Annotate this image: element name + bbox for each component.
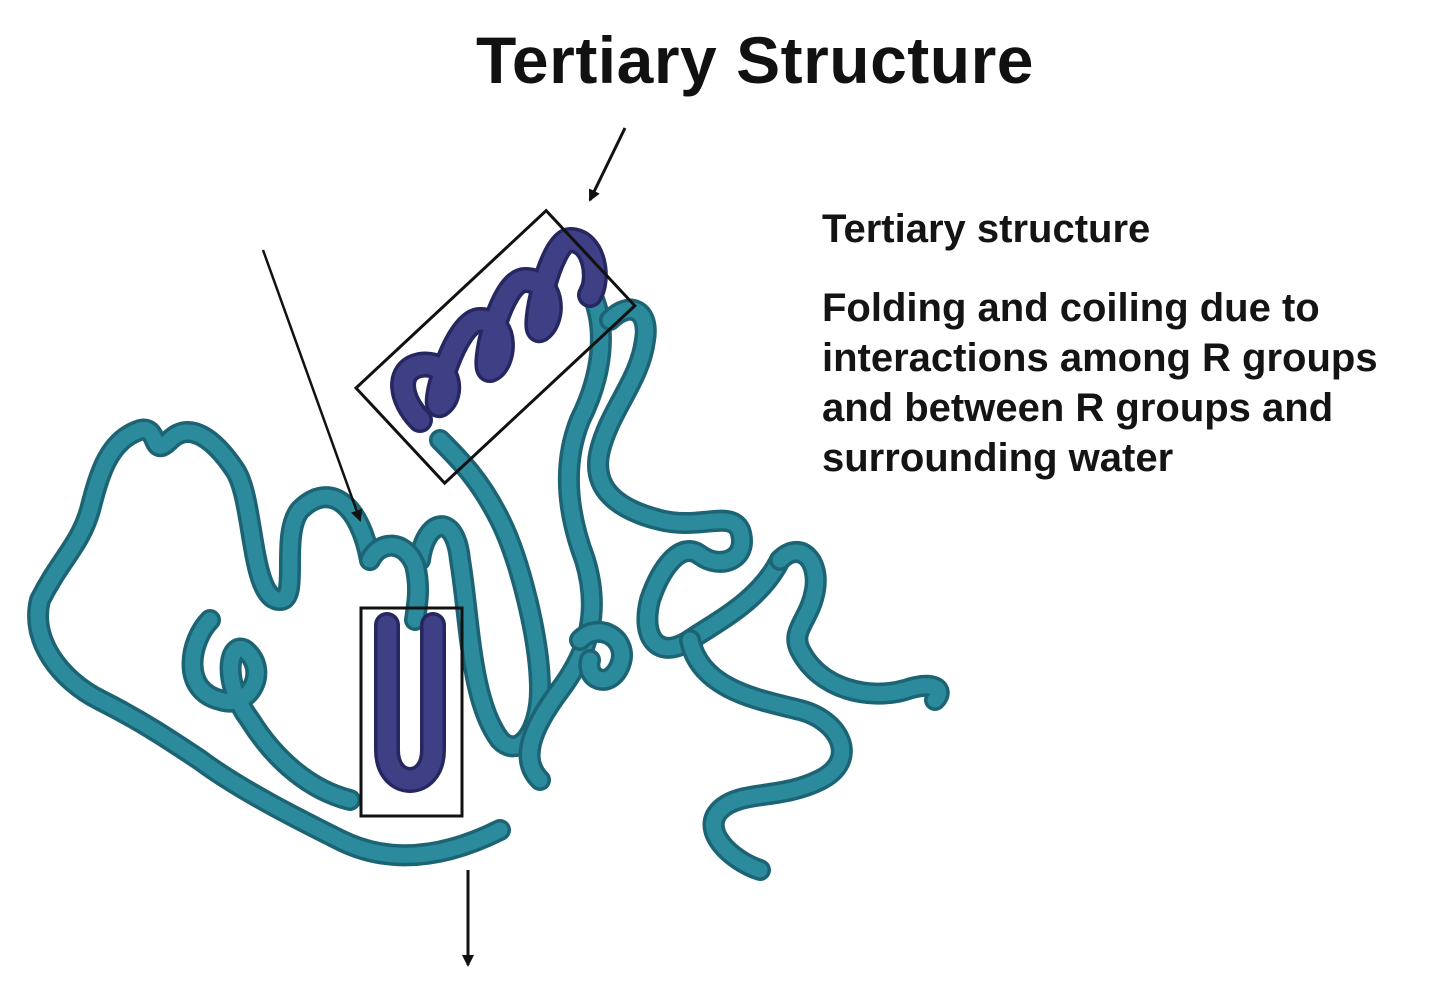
backbone-small-loop-face (572, 624, 630, 688)
backbone-inner-loop-face (185, 612, 358, 808)
alpha-helix (390, 227, 608, 433)
description-panel: Tertiary structure Folding and coiling d… (822, 205, 1432, 483)
backbone-hairpin-link-face (362, 538, 426, 628)
hairpin-pointer-arrow (261, 249, 363, 522)
helix-highlight-box (353, 208, 637, 486)
backbone-far-right-face (772, 544, 946, 708)
backbone-ribbon (27, 279, 950, 881)
page-title: Tertiary Structure (476, 23, 1034, 97)
helix-pointer-arrow (588, 127, 627, 202)
backbone-lower-right-face (682, 632, 850, 878)
backbone-right-strand-face (522, 282, 609, 788)
description-text: Folding and coiling due to interactions … (822, 286, 1378, 480)
hairpin-highlight-box (359, 606, 464, 818)
ribbon-face (393, 230, 605, 430)
ribbon-face (377, 615, 443, 790)
beta-hairpin (374, 612, 446, 793)
backbone-right-loop-face (590, 302, 788, 656)
description-heading: Tertiary structure (822, 207, 1151, 251)
backbone-left-loop-face (30, 422, 508, 863)
